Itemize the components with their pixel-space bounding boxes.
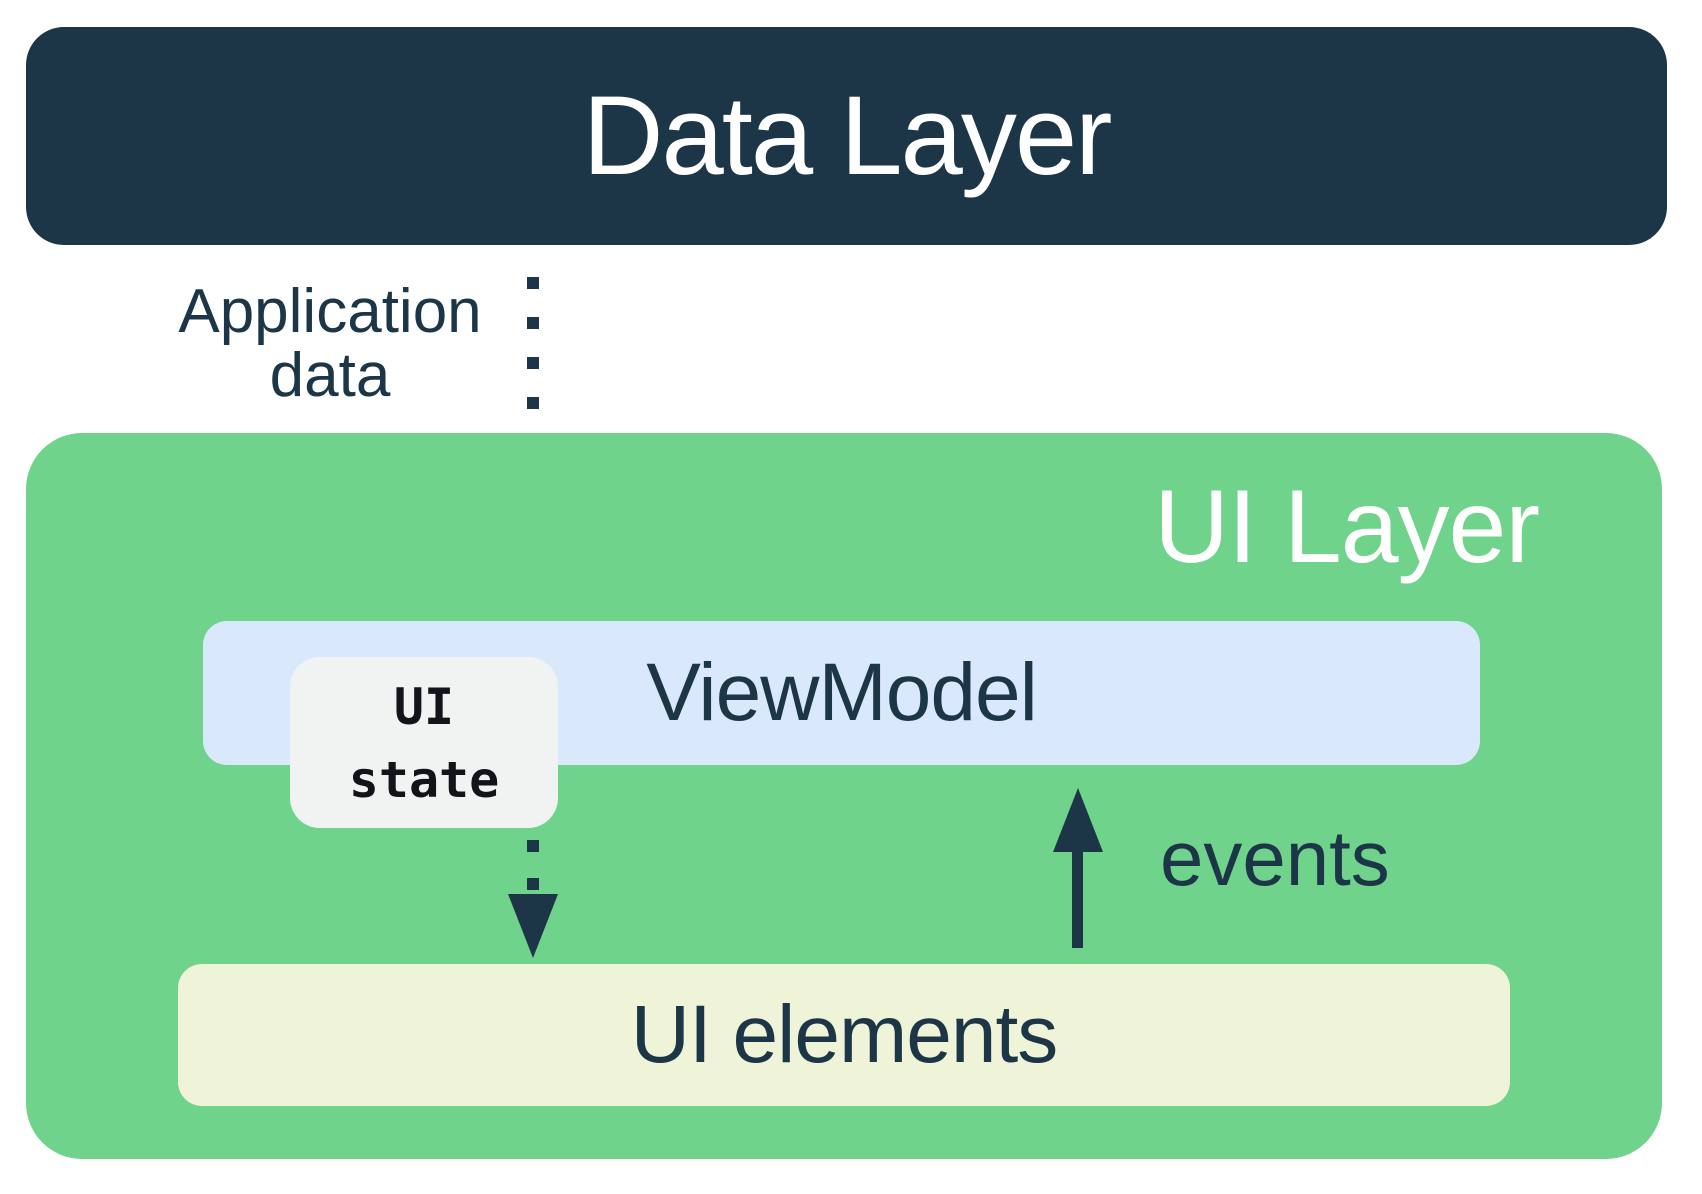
dotted-arrow-dot bbox=[527, 397, 539, 409]
dotted-arrow-dot bbox=[527, 317, 539, 329]
ui-layer-label: UI Layer bbox=[1153, 469, 1540, 585]
down-arrowhead-icon bbox=[508, 894, 558, 958]
dotted-arrow-dot bbox=[527, 277, 539, 289]
ui-state-box: UI state bbox=[290, 657, 558, 828]
dotted-arrow-dot bbox=[527, 840, 539, 852]
ui-elements-box: UI elements bbox=[178, 964, 1510, 1106]
up-arrow-shaft bbox=[1072, 850, 1083, 948]
viewmodel-label: ViewModel bbox=[646, 647, 1038, 738]
dotted-arrow-dot bbox=[527, 878, 539, 890]
data-layer-label: Data Layer bbox=[582, 73, 1113, 198]
data-layer-box: Data Layer bbox=[26, 27, 1667, 245]
ui-elements-label: UI elements bbox=[630, 989, 1059, 1080]
application-data-label: Application data bbox=[178, 277, 482, 410]
dotted-arrow-dot bbox=[527, 357, 539, 369]
events-label: events bbox=[1160, 814, 1390, 902]
up-arrowhead-icon bbox=[1053, 788, 1103, 852]
